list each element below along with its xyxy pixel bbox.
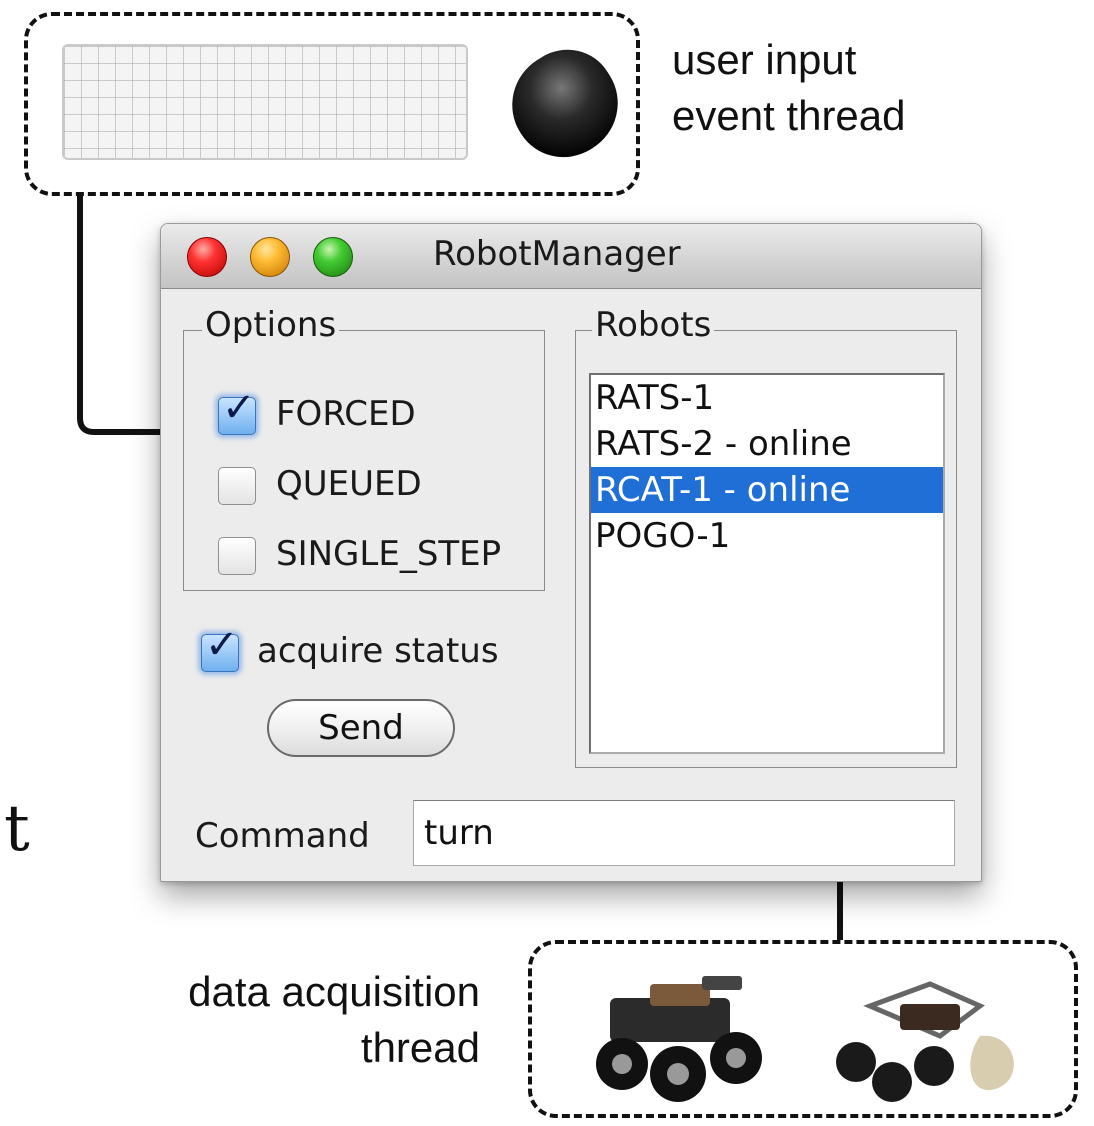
list-item[interactable]: POGO-1 bbox=[595, 516, 731, 556]
check-icon: ✓ bbox=[205, 622, 239, 668]
input-arrow-line bbox=[77, 196, 160, 435]
options-group: Options ✓ FORCED QUEUED SINGLE_STEP bbox=[183, 303, 545, 591]
check-icon: ✓ bbox=[222, 385, 256, 431]
acquire-status-checkbox[interactable]: ✓ bbox=[201, 623, 239, 672]
acq-thread-label-line1: data acquisition bbox=[188, 968, 480, 1015]
keyboard-icon bbox=[62, 44, 468, 160]
title-bar[interactable]: RobotManager bbox=[161, 224, 981, 289]
list-item[interactable]: RATS-2 - online bbox=[595, 424, 852, 464]
robots-list[interactable]: RATS-1 RATS-2 - online RCAT-1 - online P… bbox=[589, 373, 945, 754]
partial-letter: t bbox=[4, 792, 30, 866]
input-thread-label-line2: event thread bbox=[672, 92, 906, 139]
single-step-checkbox[interactable] bbox=[218, 537, 256, 575]
input-devices-group bbox=[24, 12, 640, 196]
minimize-button[interactable] bbox=[250, 237, 290, 277]
zoom-button[interactable] bbox=[313, 237, 353, 277]
robots-legend: Robots bbox=[592, 303, 715, 347]
command-label: Command bbox=[195, 816, 370, 856]
forced-label[interactable]: FORCED bbox=[276, 394, 416, 434]
robots-group: Robots bbox=[575, 303, 957, 768]
legged-robot-icon bbox=[836, 981, 1014, 1102]
forced-checkbox[interactable]: ✓ bbox=[218, 386, 256, 435]
list-item[interactable]: RATS-1 bbox=[595, 378, 715, 418]
acquire-status-label[interactable]: acquire status bbox=[257, 631, 499, 671]
acq-thread-label: data acquisition thread bbox=[120, 964, 480, 1076]
robots-hardware-group bbox=[528, 940, 1078, 1118]
send-button[interactable]: Send bbox=[267, 699, 455, 757]
robot-manager-window: RobotManager Options ✓ FORCED QUEUED SIN… bbox=[160, 223, 982, 882]
queued-checkbox[interactable] bbox=[218, 467, 256, 505]
close-button[interactable] bbox=[187, 237, 227, 277]
acq-thread-label-line2: thread bbox=[360, 1024, 480, 1071]
input-thread-label: user input event thread bbox=[672, 32, 906, 144]
command-input[interactable] bbox=[413, 800, 955, 866]
input-thread-label-line1: user input bbox=[672, 36, 857, 83]
rover-robot-icon bbox=[596, 976, 762, 1102]
options-legend: Options bbox=[202, 303, 340, 347]
single-step-label[interactable]: SINGLE_STEP bbox=[276, 534, 502, 574]
list-item-selected[interactable]: RCAT-1 - online bbox=[591, 467, 943, 513]
window-title: RobotManager bbox=[433, 234, 681, 274]
queued-label[interactable]: QUEUED bbox=[276, 464, 422, 504]
